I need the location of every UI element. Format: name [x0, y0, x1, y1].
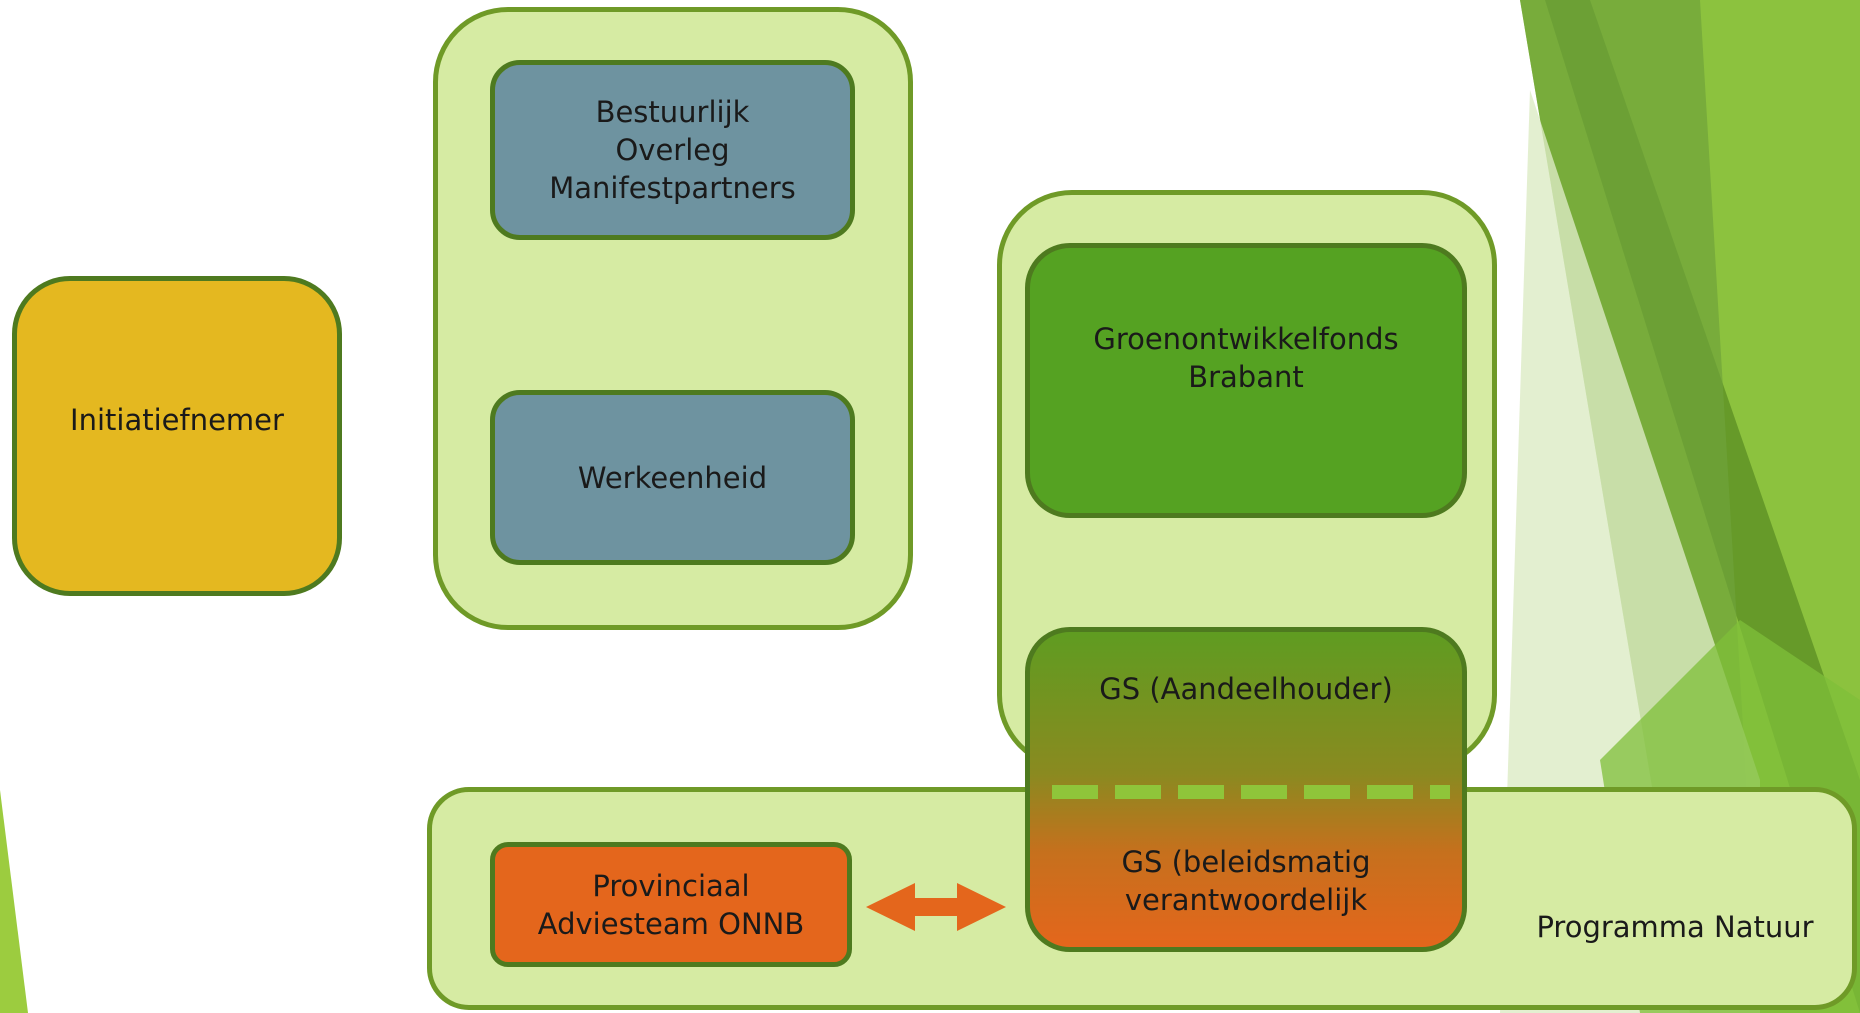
governance-board-label: Bestuurlijk Overleg Manifestpartners	[549, 95, 796, 205]
gs-box: GS (Aandeelhouder) GS (beleidsmatig vera…	[1025, 627, 1467, 952]
working-unit-box: Werkeenheid	[490, 390, 855, 565]
program-label-area: Programma Natuur	[1510, 900, 1840, 954]
advisory-team-label: Provinciaal Adviesteam ONNB	[537, 868, 805, 941]
initiator-box: Initiatiefnemer	[12, 276, 342, 596]
gs-shareholder-label: GS (Aandeelhouder)	[1099, 672, 1393, 706]
working-unit-label: Werkeenheid	[577, 460, 768, 495]
fund-box: Groenontwikkelfonds Brabant	[1025, 243, 1467, 518]
gs-policy-label: GS (beleidsmatig verantwoordelijk	[1121, 845, 1371, 917]
program-label: Programma Natuur	[1536, 910, 1814, 944]
governance-board-box: Bestuurlijk Overleg Manifestpartners	[490, 60, 855, 240]
gs-divider-dashed	[1052, 785, 1450, 799]
advisory-team-box: Provinciaal Adviesteam ONNB	[490, 842, 852, 967]
initiator-label: Initiatiefnemer	[70, 403, 284, 437]
deco-shape-left-sliver	[0, 790, 28, 1013]
fund-label: Groenontwikkelfonds Brabant	[1093, 322, 1399, 394]
